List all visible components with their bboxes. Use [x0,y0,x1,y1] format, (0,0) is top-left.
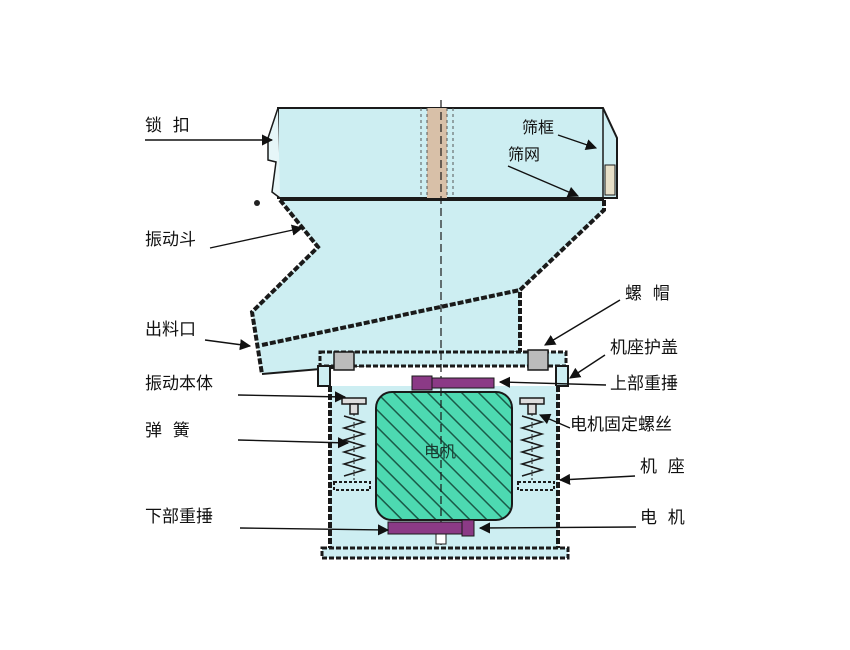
label-spring: 弹 簧 [145,421,190,441]
leader-lines-left [145,134,390,536]
leader-lines-right [478,134,637,534]
label-discharge-outlet: 出料口 [145,320,196,340]
label-screen-mesh: 筛网 [508,145,541,164]
label-motor-bolt: 电机固定螺丝 [570,415,672,435]
vibrating-hopper [249,198,606,375]
lower-weight [387,519,475,545]
upper-weight [411,375,495,391]
label-lower-weight: 下部重捶 [145,507,213,527]
label-base-cover: 机座护盖 [610,338,678,358]
motor-body-label: 电机 [424,442,457,461]
label-vibrating-hopper: 振动斗 [145,230,196,250]
label-nut-cap: 螺 帽 [625,284,670,304]
spring-right [519,397,545,482]
motor [375,391,513,521]
label-vibrating-body: 振动本体 [145,374,213,394]
label-screen-frame: 筛框 [522,118,555,137]
base-cover [317,349,569,387]
central-strip [420,108,454,198]
label-lock-clasp: 锁 扣 [145,116,190,136]
lock-clasp [254,107,281,206]
label-machine-base: 机 座 [640,457,685,477]
label-motor: 电 机 [640,508,685,528]
label-upper-weight: 上部重捶 [610,374,678,394]
